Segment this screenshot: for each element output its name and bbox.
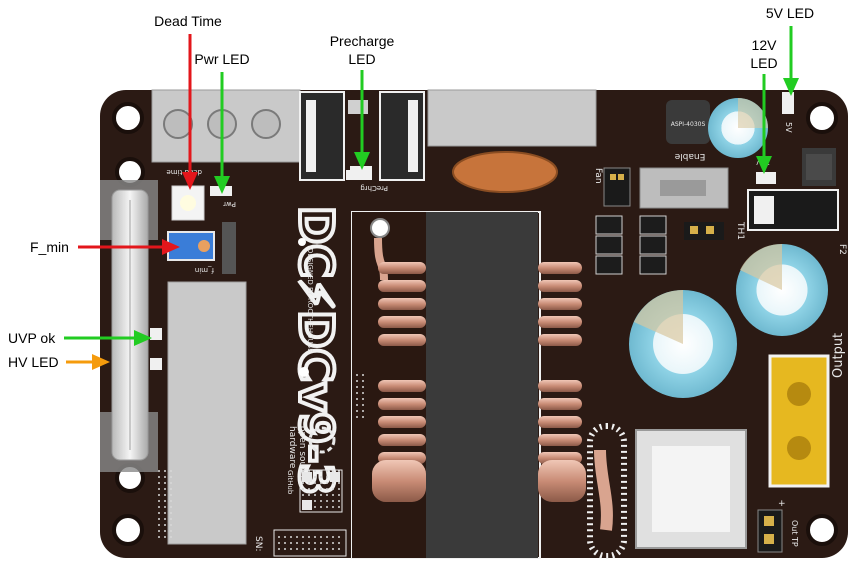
hardware-text: hardware [287,426,297,469]
precharge-led-component [350,166,372,178]
v5-led-arrow [783,26,799,96]
pwr-led-label: Pwr LED [194,51,249,67]
enable-switch [639,167,729,209]
transformer-core [426,212,538,558]
mounting-hole [806,514,838,546]
transformer-windings [372,237,613,531]
plus-text: + [778,499,786,509]
hv-led-label: HV LED [8,354,59,370]
output-text: Output [831,333,846,378]
uvp-ok-label: UVP ok [8,330,56,346]
dead-time-arrow [182,34,198,190]
precharge-text: PreChrg [360,184,388,192]
hv-led-arrow [66,354,110,370]
osh-gear-icon [308,426,336,454]
designed-by-text: DESIGNED BY ROOTHEHOUSE [306,248,314,353]
output-terminal [768,354,830,488]
f-min-arrow [78,239,180,255]
precharge-led-arrow [354,70,370,170]
f2-text: F2 [837,244,847,255]
v12-led-arrow [756,74,772,174]
serial-number-box [273,529,347,557]
film-capacitor [452,151,558,193]
v5-led-component [782,92,794,114]
dead-time-label: Dead Time [154,13,222,29]
v12-label-line2: LED [750,55,777,71]
relay-block [427,89,597,147]
mounting-hole [112,514,144,546]
board-title-text: DC⚡DCv9-3 [289,206,343,495]
v5-text: 5V [784,122,793,133]
out-tp-text: Out TP [790,520,799,547]
open-source-text: open source [297,426,307,482]
fan-text: Fan [593,168,603,184]
fan-connector [603,167,631,207]
github-text: GitHub [286,470,294,495]
mounting-hole [806,102,838,134]
auxiliary-transformer [167,281,247,545]
smd-inductor [666,100,710,144]
asp-text: ASPI-4030S [671,121,706,128]
v12-led-component [756,172,776,184]
v5-led-label: 5V LED [766,5,814,21]
dead-time-pot [171,185,205,221]
sn-text: SN: [253,536,263,551]
precharge-label-line1: Precharge [330,33,395,49]
th1-text: TH1 [735,221,745,240]
enable-text: Enable [674,151,705,161]
pwr-led-arrow [214,72,230,194]
uvp-ok-arrow [64,330,152,346]
smd-mosfet-grid [595,215,667,275]
pwr-text: Pwr [223,200,236,208]
mounting-hole [112,102,144,134]
uvp-led-component [150,328,162,340]
f-min-label: F_min [30,239,69,255]
hv-led-component [150,358,162,370]
f-min-text: f_min [195,266,214,274]
precharge-label-line2: LED [348,51,375,67]
v12-label-line1: 12V [752,37,778,53]
